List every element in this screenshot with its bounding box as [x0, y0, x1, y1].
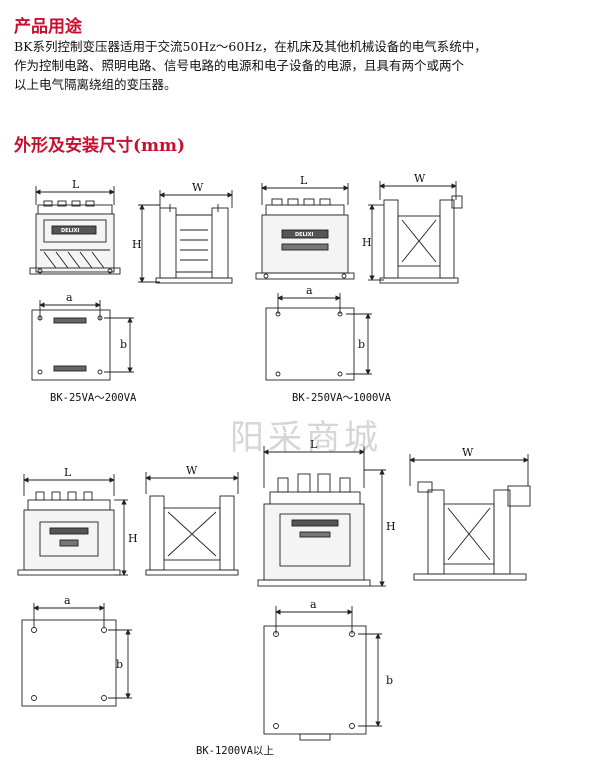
fig1-plate-text: DELIXI	[61, 228, 79, 234]
fig3b-dim-H: H	[386, 520, 396, 533]
fig1-dim-b: b	[120, 338, 127, 351]
fig2-dim-H: H	[362, 236, 372, 249]
fig2-dim-a: a	[306, 284, 313, 297]
fig3b-dim-W: W	[462, 446, 474, 459]
fig1-front-view	[29, 186, 121, 275]
section-title-usage: 产品用途	[14, 17, 82, 37]
fig2-side-view	[368, 181, 463, 284]
fig1-dim-a: a	[66, 291, 73, 304]
fig3b-side-view	[409, 454, 531, 581]
fig1-dim-W: W	[192, 181, 204, 194]
fig3a-dim-W: W	[186, 464, 198, 477]
fig3a-front-view	[17, 474, 128, 576]
fig2-front-view	[255, 183, 355, 280]
usage-line: 作为控制电路、照明电路、信号电路的电源和电子设备的电源，且具有两个或两个	[14, 58, 465, 73]
caption-fig2: BK-250VA～1000VA	[292, 392, 392, 404]
usage-line: 以上电气隔离绕组的变压器。	[14, 77, 177, 92]
fig2-bottom-view	[265, 293, 372, 381]
fig3a-dim-L: L	[64, 466, 72, 479]
section-title-dimensions: 外形及安装尺寸(mm)	[14, 136, 186, 156]
fig2-dim-L: L	[300, 174, 308, 187]
caption-fig3: BK-1200VA以上	[196, 745, 274, 757]
fig3b-front-view	[257, 446, 386, 587]
fig3b-dim-b: b	[386, 674, 393, 687]
fig2-plate-text: DELIXI	[295, 232, 313, 238]
fig2-dim-W: W	[414, 172, 426, 185]
fig3a-side-view	[145, 472, 239, 576]
usage-line: BK系列控制变压器适用于交流50Hz～60Hz，在机床及其他机械设备的电气系统中…	[14, 39, 487, 54]
fig2-dim-b: b	[358, 338, 365, 351]
fig3b-dim-L: L	[310, 438, 318, 451]
fig3a-bottom-view	[21, 603, 132, 707]
fig1-dim-H: H	[132, 238, 142, 251]
usage-paragraph: BK系列控制变压器适用于交流50Hz～60Hz，在机床及其他机械设备的电气系统中…	[14, 37, 586, 94]
fig1-bottom-view	[31, 300, 134, 381]
fig3a-dim-b: b	[116, 658, 123, 671]
caption-fig1: BK-25VA～200VA	[50, 392, 137, 404]
fig3b-bottom-view	[263, 606, 382, 741]
fig3a-dim-a: a	[64, 594, 71, 607]
fig1-side-view	[138, 190, 233, 284]
fig3a-dim-H: H	[128, 532, 138, 545]
fig1-dim-L: L	[72, 178, 80, 191]
fig3b-dim-a: a	[310, 598, 317, 611]
